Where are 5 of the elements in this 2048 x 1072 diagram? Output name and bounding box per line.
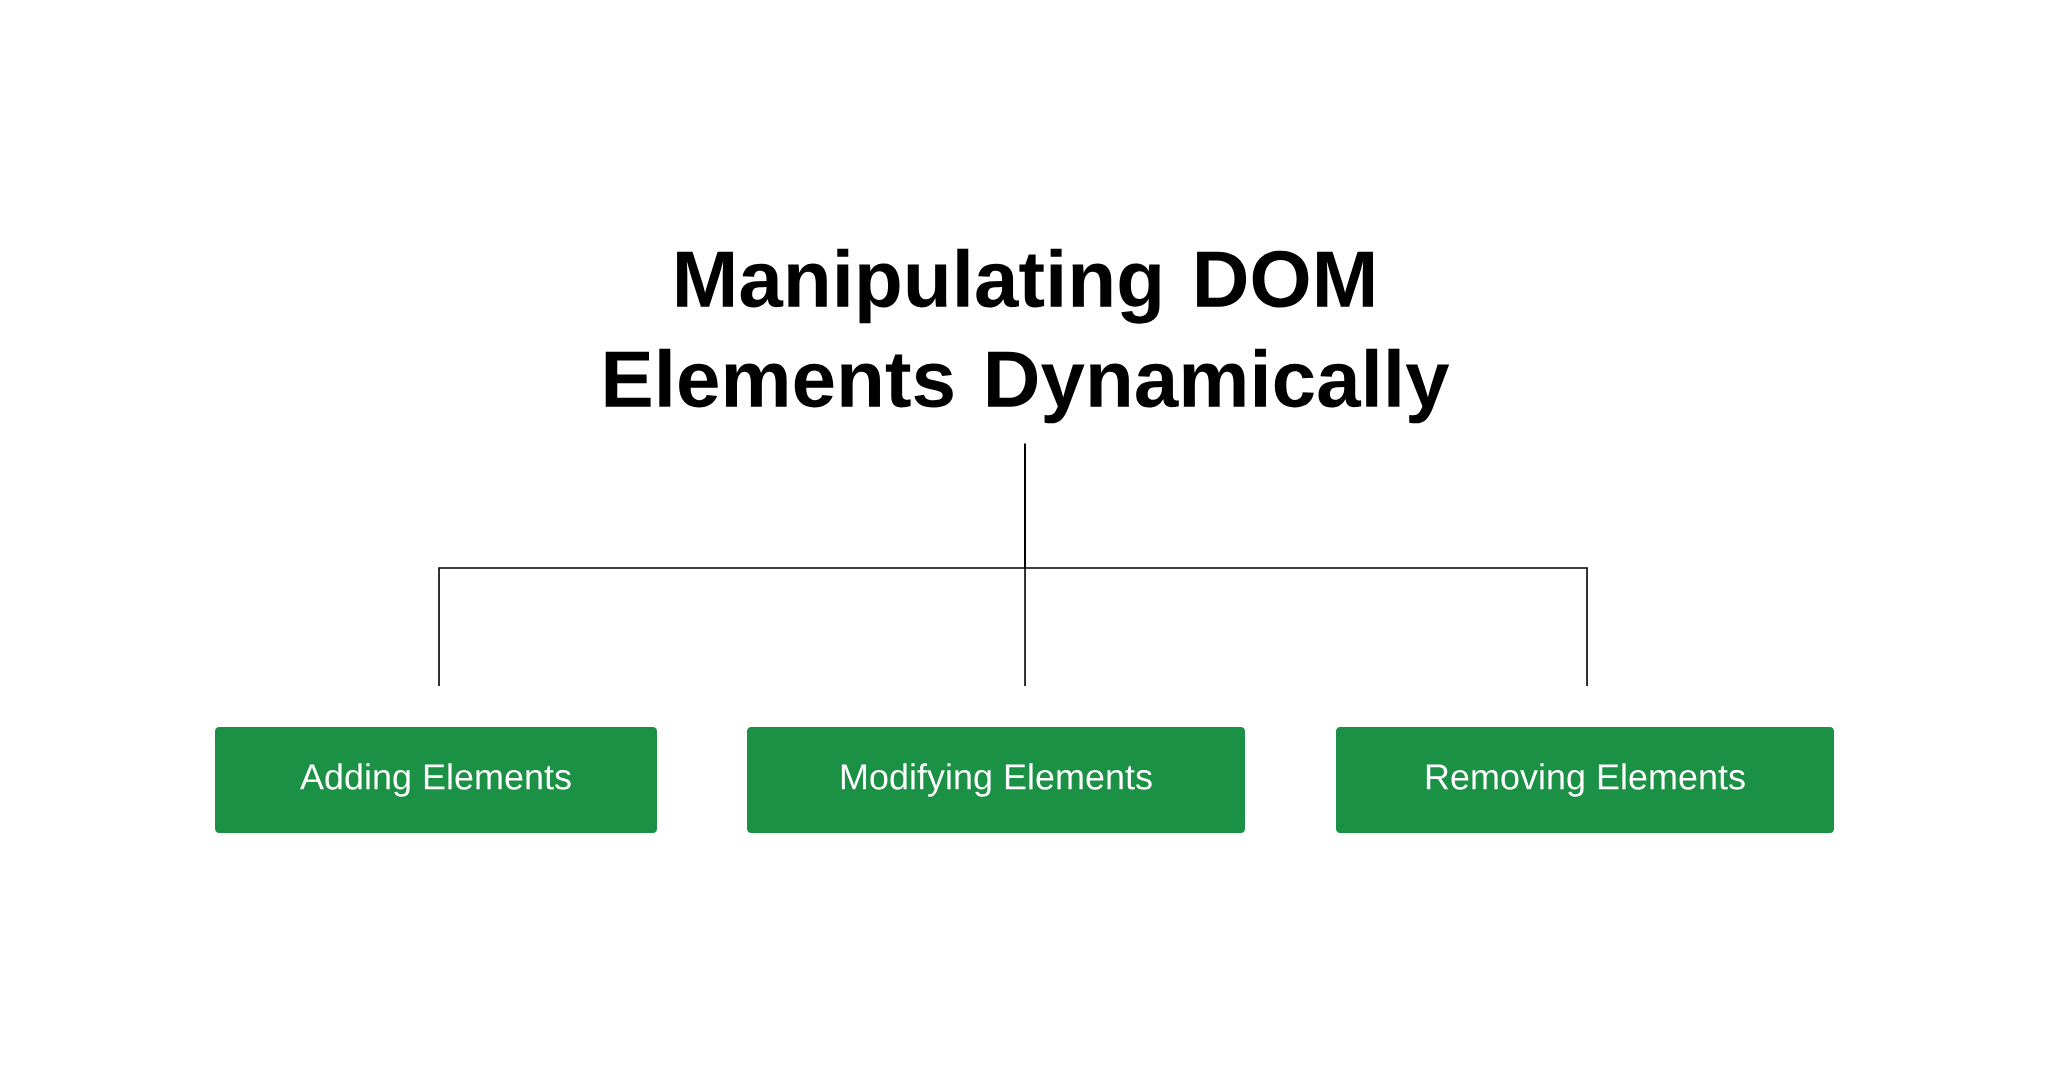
connector-line bbox=[1024, 442, 1588, 687]
process-box: Removing Elements bbox=[1336, 727, 1834, 833]
title: Manipulating DOM Elements Dynamically bbox=[605, 248, 1450, 424]
process-box: Adding Elements bbox=[215, 727, 657, 833]
process-box: Modifying Elements bbox=[747, 727, 1245, 833]
